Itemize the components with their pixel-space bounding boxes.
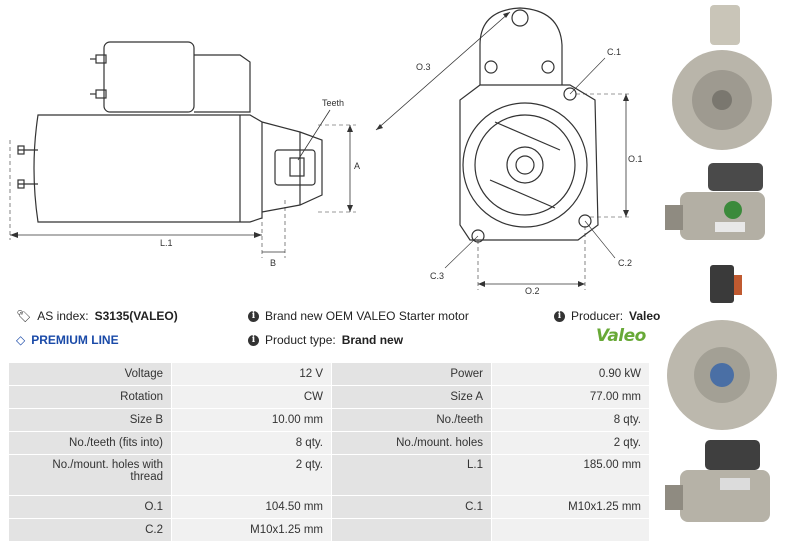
producer-label: Producer: [571, 309, 624, 323]
as-index-label: AS index: [37, 309, 89, 323]
description-text: Brand new OEM VALEO Starter motor [265, 309, 469, 323]
premium-line-label: PREMIUM LINE [31, 333, 119, 347]
product-type-value: Brand new [341, 333, 404, 347]
label-c2: C.2 [618, 258, 632, 268]
product-type-row: i Product type: Brand new [248, 333, 403, 347]
valeo-logo: Valeo [596, 326, 646, 346]
label-b: B [270, 258, 276, 268]
spec-label: Size B [8, 408, 172, 432]
premium-row: ◇ PREMIUM LINE [16, 333, 119, 347]
photo-front-top [672, 5, 772, 150]
product-info: 🏷 AS index: S3135(VALEO) ◇ PREMIUM LINE … [0, 300, 660, 360]
photo-front-bottom [667, 265, 777, 430]
label-a: A [354, 161, 360, 171]
label-c1: C.1 [607, 47, 621, 57]
spec-label: O.1 [8, 495, 172, 519]
tag-icon: 🏷 [16, 309, 32, 323]
producer-row: i Producer: Valeo [554, 309, 660, 323]
spec-label: C.2 [8, 518, 172, 542]
spec-value: M10x1.25 mm [171, 518, 332, 542]
label-o2: O.2 [525, 286, 540, 296]
spec-label: Voltage [8, 362, 172, 386]
info-icon: i [248, 334, 259, 346]
spec-label: Power [331, 362, 492, 386]
spec-label: C.1 [331, 495, 492, 519]
diamond-icon: ◇ [16, 333, 26, 347]
spec-label: No./mount. holes [331, 431, 492, 455]
info-icon: i [554, 310, 565, 322]
spec-label: Size A [331, 385, 492, 409]
spec-value: 104.50 mm [171, 495, 332, 519]
spec-value: 8 qty. [491, 408, 650, 432]
label-o1: O.1 [628, 154, 643, 164]
spec-label: No./mount. holes with thread [8, 454, 172, 496]
spec-label: No./teeth (fits into) [8, 431, 172, 455]
photo-side-bottom [665, 440, 770, 522]
photo-side-top [665, 163, 765, 240]
motor-body-outline [33, 114, 263, 223]
producer-value: Valeo [629, 309, 661, 323]
label-teeth: Teeth [322, 98, 344, 108]
spec-value: 2 qty. [171, 454, 332, 496]
spec-value: 12 V [171, 362, 332, 386]
info-icon: i [248, 310, 259, 322]
spec-value: 0.90 kW [491, 362, 650, 386]
spec-value: 2 qty. [491, 431, 650, 455]
table-row: No./teeth (fits into)8 qty.No./mount. ho… [8, 431, 650, 455]
label-c3: C.3 [430, 271, 444, 281]
as-index-row: 🏷 AS index: S3135(VALEO) [16, 309, 178, 323]
solenoid-outline [103, 41, 195, 113]
flange-outline [479, 7, 563, 85]
spec-label: Rotation [8, 385, 172, 409]
as-index-value: S3135(VALEO) [94, 309, 178, 323]
spec-value: 77.00 mm [491, 385, 650, 409]
spec-label: L.1 [331, 454, 492, 496]
spec-value: CW [171, 385, 332, 409]
spec-value: 185.00 mm [491, 454, 650, 496]
spec-label: No./teeth [331, 408, 492, 432]
product-photos [665, 5, 777, 522]
spec-value: M10x1.25 mm [491, 495, 650, 519]
technical-drawing: Teeth A B L.1 O.3 C.1 O.1 C.2 C.3 O.2 [9, 7, 643, 296]
label-l1: L.1 [160, 238, 173, 248]
spec-value [491, 518, 650, 542]
spec-label [331, 518, 492, 542]
description-row: i Brand new OEM VALEO Starter motor [248, 309, 469, 323]
label-o3: O.3 [416, 62, 431, 72]
spec-value: 10.00 mm [171, 408, 332, 432]
spec-value: 8 qty. [171, 431, 332, 455]
product-type-label: Product type: [265, 333, 336, 347]
